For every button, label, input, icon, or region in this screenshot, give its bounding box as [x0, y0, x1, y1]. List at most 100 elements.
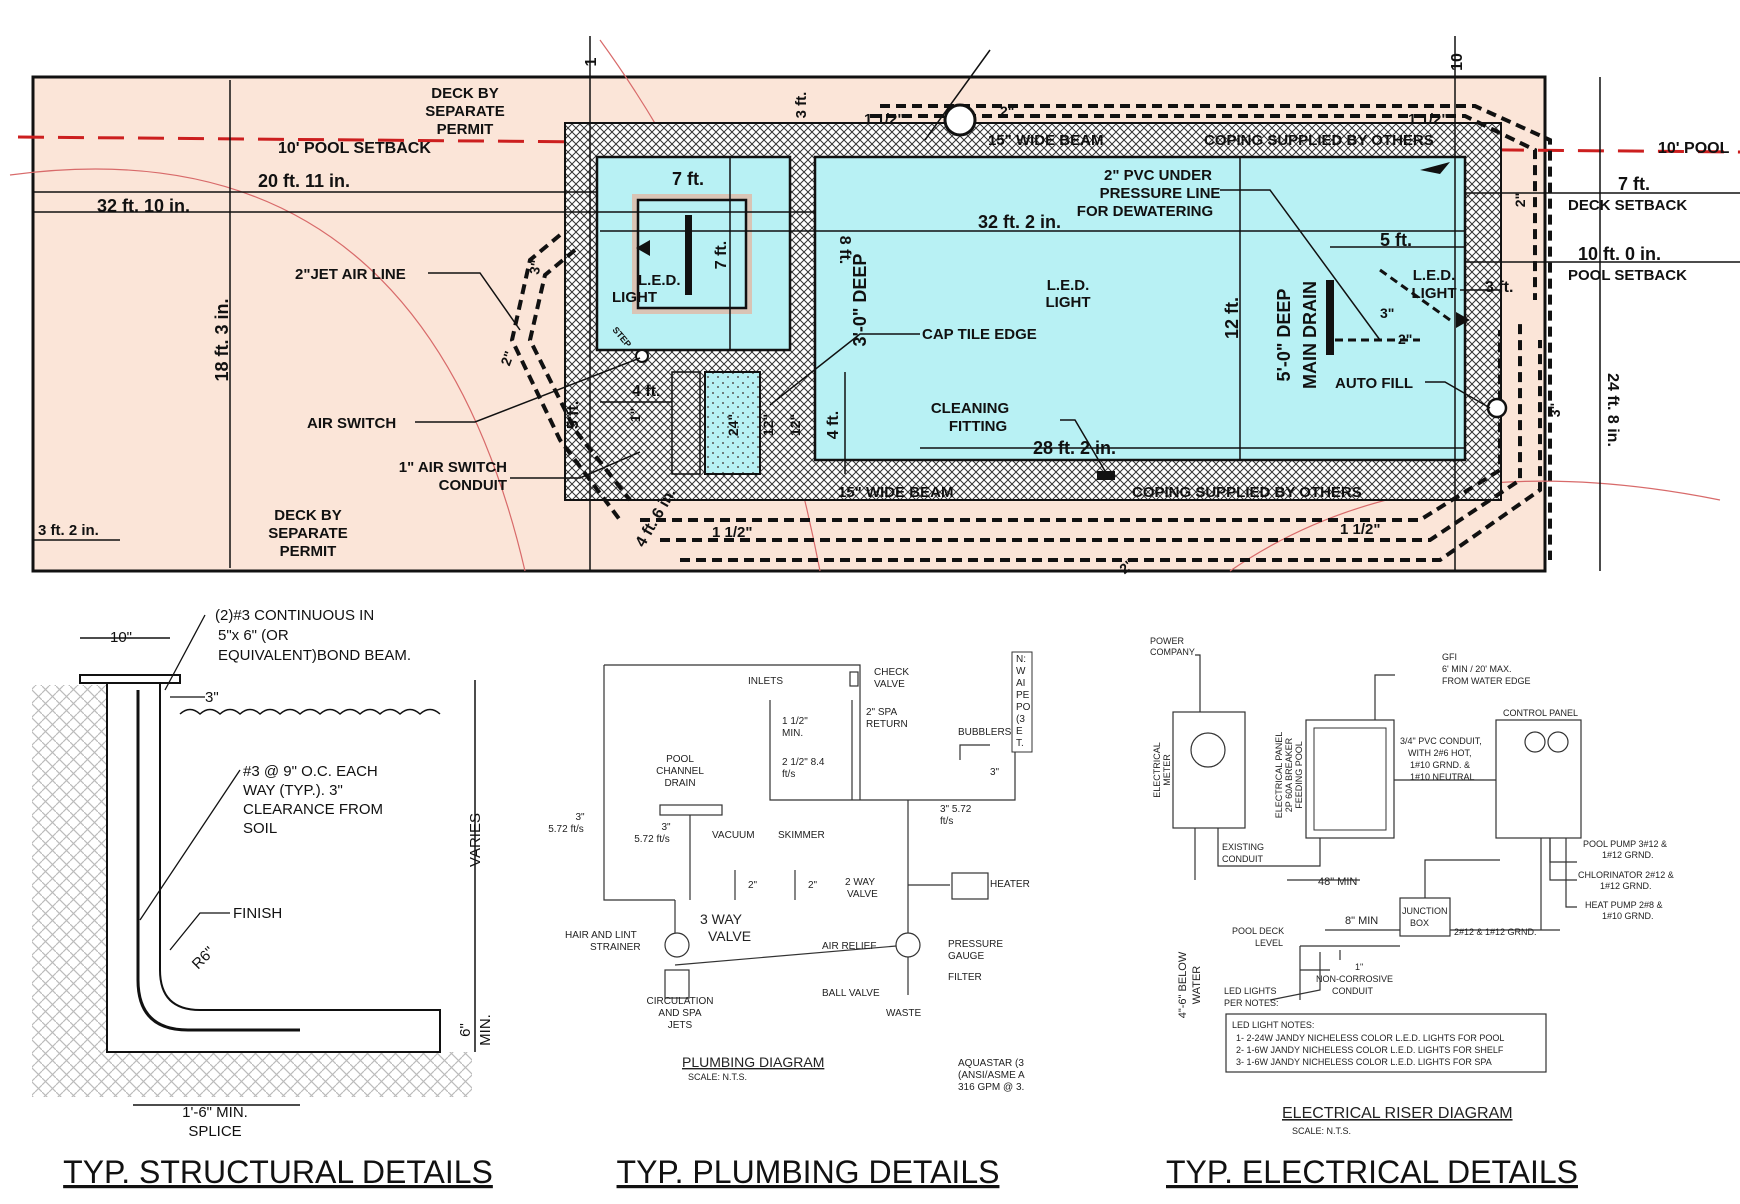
coping-top: COPING SUPPLIED BY OTHERS	[1204, 132, 1434, 149]
skimmer-icon	[943, 103, 977, 137]
junction-box	[1399, 897, 1451, 937]
dim-24-8: 24 ft. 8 in.	[1604, 373, 1621, 447]
control-panel-label: CONTROL PANEL	[1503, 708, 1578, 718]
pipe-2-b: 2"	[1398, 331, 1412, 347]
dim-18-3: 18 ft. 3 in.	[212, 298, 232, 381]
control-dial-1	[1524, 731, 1546, 753]
dim-4ft-a: 4 ft.	[632, 383, 660, 400]
air-switch-label: AIR SWITCH	[307, 415, 396, 432]
light-icon-right	[1456, 312, 1470, 328]
note-6: (3	[1016, 714, 1025, 725]
pool-channel-2: CHANNEL	[656, 766, 704, 777]
spa-return-2: RETURN	[866, 719, 908, 730]
non-corrosive-1: 1"	[1355, 962, 1363, 972]
led-right-2: LIGHT	[1412, 285, 1457, 302]
check-valve-2: VALVE	[874, 679, 905, 690]
air-conduit-1: 1" AIR SWITCH	[399, 459, 507, 476]
pipe-1-5-c: 1 1/2"	[712, 524, 752, 541]
existing-1: EXISTING	[1222, 842, 1264, 852]
r6: R6"	[189, 943, 218, 972]
site-plan: DECK BY SEPARATE PERMIT 10' POOL SETBACK…	[9, 36, 1740, 577]
gfi-3: FROM WATER EDGE	[1442, 676, 1531, 686]
plan-labels: DECK BY SEPARATE PERMIT 10' POOL SETBACK…	[38, 53, 1730, 577]
meter-2: METER	[1162, 754, 1172, 786]
led-pool-1: L.E.D.	[1047, 277, 1090, 294]
note-8: T.	[1016, 738, 1024, 749]
pipe-2-d: 2"	[497, 349, 517, 368]
dim-20-11: 20 ft. 11 in.	[258, 171, 350, 191]
non-corrosive-2: NON-CORROSIVE	[1316, 974, 1393, 984]
splice-1: 1'-6" MIN.	[182, 1104, 248, 1121]
bond-beam-3: EQUIVALENT)BOND BEAM.	[218, 647, 411, 664]
notes-3: 3- 1-6W JANDY NICHELESS COLOR L.E.D. LIG…	[1236, 1057, 1492, 1067]
dim-10: 10"	[110, 629, 132, 646]
min48: 48" MIN	[1318, 876, 1357, 888]
electrical-title: TYP. ELECTRICAL DETAILS	[1166, 1154, 1578, 1190]
min6: 6"	[457, 1023, 474, 1037]
dim-4ft-b: 4 ft.	[825, 411, 842, 439]
meter-box	[1172, 711, 1246, 829]
finish: FINISH	[233, 905, 282, 922]
chlorinator-1: CHLORINATOR 2#12 &	[1578, 870, 1674, 880]
pipe-3-b: 3"	[526, 259, 544, 276]
aquastar-2: (ANSI/ASME A	[958, 1070, 1025, 1081]
dim-1in: 1"	[627, 408, 643, 422]
pvc-line-1: 2" PVC UNDER	[1104, 167, 1212, 184]
pvc-line-3: FOR DEWATERING	[1077, 203, 1213, 220]
step-box	[671, 371, 701, 475]
left-3-a: 3"	[575, 812, 585, 823]
beam-top: 15" WIDE BEAM	[988, 132, 1103, 149]
led-notes-box	[1225, 1013, 1547, 1073]
junction-1: JUNCTION	[1402, 906, 1448, 916]
meter-dial	[1190, 732, 1226, 768]
hair-lint-2: STRAINER	[590, 942, 641, 953]
deck-permit-bottom-2: SEPARATE	[268, 525, 347, 542]
beam-bottom: 15" WIDE BEAM	[838, 484, 953, 501]
hair-lint-1: HAIR AND LINT	[565, 930, 637, 941]
panel-inner	[1313, 727, 1387, 831]
dim-7ft-a: 7 ft.	[672, 169, 704, 189]
pipe-run-right	[1379, 268, 1451, 322]
aquastar-1: AQUASTAR (3	[958, 1058, 1024, 1069]
pipe-run-top2	[880, 104, 1552, 560]
soil-left	[32, 685, 107, 1095]
pvc-line-2: PRESSURE LINE	[1100, 185, 1221, 202]
note-1: N:	[1016, 654, 1026, 665]
conduit-3: 1#10 GRND. &	[1410, 760, 1470, 770]
below-water-2: WATER	[1191, 966, 1203, 1005]
pressure-gauge-1: PRESSURE	[948, 939, 1003, 950]
dim-12in-a: 12"	[760, 414, 776, 436]
dim-5ft-b: 5 ft.	[565, 401, 582, 429]
circulation-1: CIRCULATION	[646, 996, 713, 1007]
plumbing-scale: SCALE: N.T.S.	[688, 1072, 747, 1082]
non-corrosive-3: CONDUIT	[1332, 986, 1373, 996]
circulation-3: JETS	[668, 1020, 693, 1031]
min8: 8" MIN	[1345, 915, 1378, 927]
heater: HEATER	[990, 879, 1030, 890]
bond-beam-2: 5"x 6" (OR	[218, 627, 289, 644]
deck-permit-bottom-1: DECK BY	[274, 507, 342, 524]
pipe-3-c: 3"	[1547, 403, 1563, 417]
led-lights-2: PER NOTES:	[1224, 998, 1279, 1008]
conduit-4: 1#10 NEUTRAL	[1410, 772, 1475, 782]
setback-label-left: 10' POOL SETBACK	[278, 140, 431, 157]
plumbing-labels: INLETS CHECK VALVE 1 1/2" MIN. 2" SPA RE…	[548, 654, 1030, 1093]
pipe-run-bottom2	[660, 320, 1522, 542]
note-2: W	[1016, 666, 1026, 677]
min-1-5-a: 1 1/2"	[782, 716, 808, 727]
heat-pump-1: HEAT PUMP 2#8 &	[1585, 900, 1663, 910]
strainer-icon	[664, 932, 690, 958]
panel-3: FEEDING POOL	[1294, 741, 1304, 809]
plumbing-title: TYP. PLUMBING DETAILS	[617, 1154, 1000, 1190]
red-arc-left	[9, 168, 526, 572]
light-icon-corner	[1420, 162, 1450, 174]
deck-level-2: LEVEL	[1255, 938, 1283, 948]
spa-jet-bar	[685, 215, 692, 295]
vacuum: VACUUM	[712, 830, 755, 841]
below-water-1: 4"-6" BELOW	[1177, 951, 1189, 1018]
main-drain	[1326, 280, 1334, 355]
deep-5ft: 5'-0" DEEP	[1274, 289, 1294, 382]
pool-setback: POOL SETBACK	[1568, 267, 1687, 284]
plumbing-diagram-title: PLUMBING DIAGRAM	[682, 1054, 824, 1070]
